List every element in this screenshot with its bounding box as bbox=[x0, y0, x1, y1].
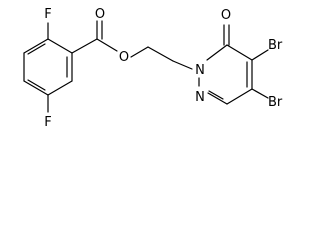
double-bond-inner bbox=[208, 90, 224, 100]
bond bbox=[47, 38, 73, 54]
chemical-structure-diagram: F F O O N N O Br Br bbox=[23, 7, 283, 130]
bond bbox=[47, 80, 73, 96]
pyridazinone-ring bbox=[198, 44, 253, 105]
nitrogen-atom-label: N bbox=[195, 90, 205, 105]
ester-oxygen-label: O bbox=[119, 50, 129, 65]
fluorine-atom-label: F bbox=[44, 7, 51, 22]
bromine-atom-label: Br bbox=[268, 95, 283, 110]
bond bbox=[226, 88, 253, 105]
bond bbox=[226, 44, 253, 61]
bond bbox=[23, 80, 49, 96]
bond bbox=[147, 46, 174, 62]
nitrogen-atom-label: N bbox=[195, 63, 205, 78]
double-bond-inner bbox=[27, 43, 46, 55]
bond bbox=[251, 49, 269, 61]
fluorine-atom-label: F bbox=[44, 115, 51, 130]
bond bbox=[71, 38, 98, 54]
bond bbox=[251, 88, 269, 99]
bond bbox=[172, 60, 193, 70]
ring-oxygen-label: O bbox=[221, 8, 231, 23]
bond bbox=[207, 92, 228, 105]
benzene-ring bbox=[23, 38, 73, 96]
bond bbox=[130, 46, 149, 58]
bond bbox=[23, 38, 49, 54]
double-bond-inner bbox=[27, 79, 46, 91]
bromine-atom-label: Br bbox=[268, 38, 283, 53]
bond bbox=[206, 44, 228, 61]
bond bbox=[96, 38, 118, 52]
carbonyl-oxygen-label: O bbox=[95, 7, 105, 22]
